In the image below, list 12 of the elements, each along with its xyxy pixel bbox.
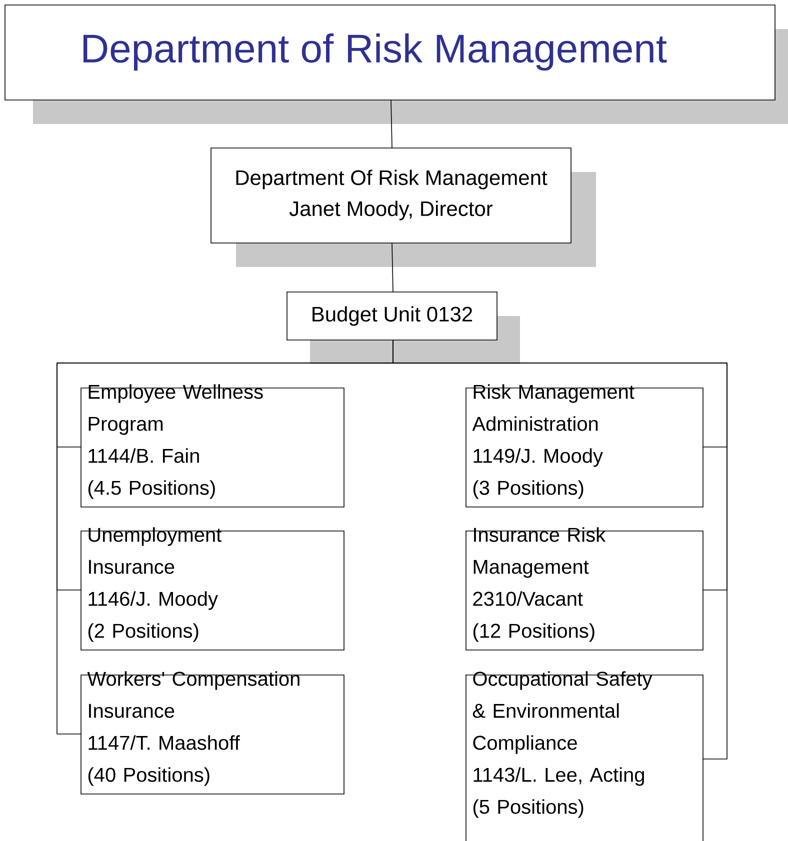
connector-line	[392, 340, 728, 760]
unit-box: Risk Management Administration 1149/J. Moody (3 Positions)	[466, 384, 704, 508]
unit-box: Workers' Compensation Insurance 1147/T. Maashoff (40 Positions)	[80, 671, 344, 794]
title-box: Department of Risk Management	[4, 4, 788, 124]
connector-line	[392, 242, 394, 292]
org-box: Department Of Risk Management Janet Moody, Director	[210, 148, 596, 267]
unit-box: Insurance Risk Management 2310/Vacant (12 Positions)	[466, 527, 704, 650]
unit-box: Unemployment Insurance 1146/J. Moody (2 Positions)	[80, 527, 344, 650]
connector-line	[390, 100, 392, 148]
unit-box: Occupational Safety & Environmental Compliance 1143/L. Lee, Acting (5 Positions)	[466, 671, 704, 841]
unit-box: Employee Wellness Program 1144/B. Fain (4.5 Positions)	[80, 384, 344, 508]
org-box: Budget Unit 0132	[286, 292, 520, 364]
